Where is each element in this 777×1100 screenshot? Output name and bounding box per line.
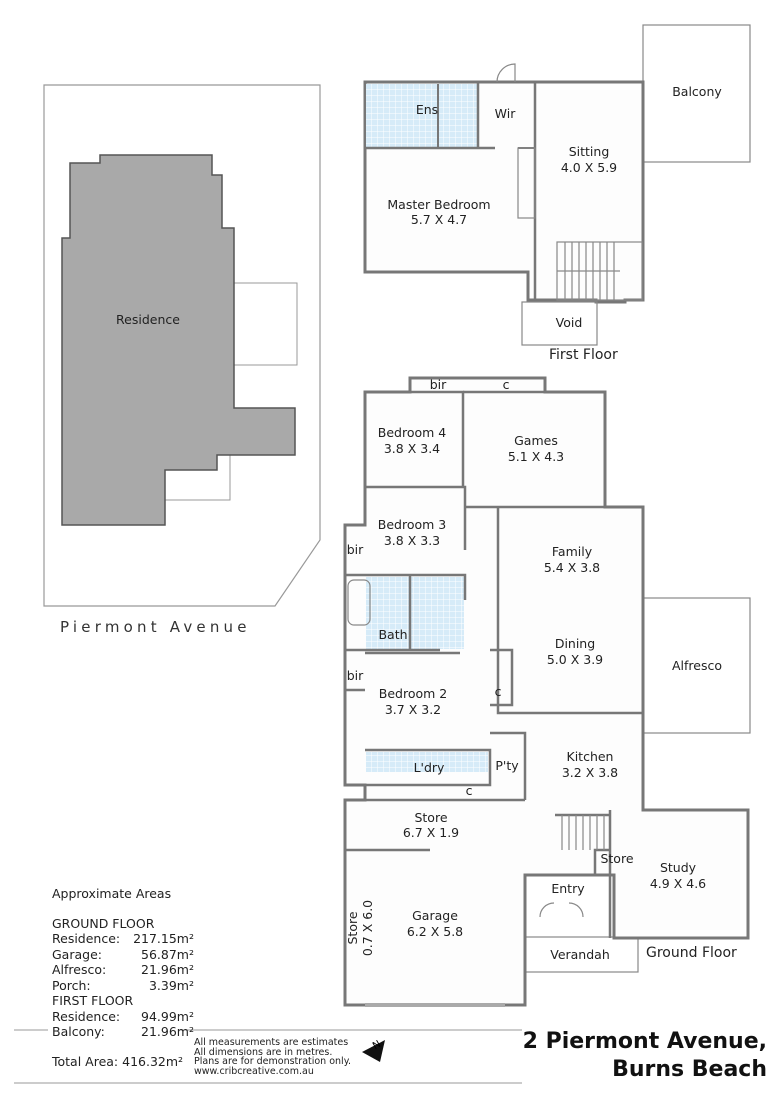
- room-laundry: L'dry: [414, 760, 445, 775]
- areas-title: Approximate Areas: [52, 886, 172, 901]
- room-ens: Ens: [416, 102, 438, 117]
- room-verandah: Verandah: [550, 947, 610, 962]
- room-c-laundry: c: [466, 783, 473, 798]
- room-master-bedroom-dim: 5.7 X 4.7: [411, 212, 467, 227]
- interior-walls: [345, 390, 643, 938]
- room-bedroom-2: Bedroom 2: [379, 686, 447, 701]
- outbuilding-outline: [233, 282, 298, 366]
- entry-doors: [539, 902, 584, 918]
- area-row: Residence:94.99m²: [52, 1008, 194, 1024]
- room-c-top: c: [503, 377, 510, 392]
- area-row: Alfresco:21.96m²: [52, 962, 194, 977]
- ground-floor-heading: GROUND FLOOR: [52, 915, 155, 931]
- residence-footprint: [61, 154, 296, 526]
- property-address: 2 Piermont Avenue, Burns Beach: [522, 1029, 767, 1082]
- room-bedroom-2-dim: 3.7 X 3.2: [385, 702, 441, 717]
- room-entry: Entry: [551, 881, 585, 896]
- total-area: Total Area: 416.32m²: [52, 1053, 184, 1069]
- room-dining: Dining: [555, 636, 595, 651]
- area-row: Balcony:21.96m²: [52, 1024, 194, 1039]
- ground-floor-plan: bir c Bedroom 4 3.8 X 3.4 Games 5.1 X 4.…: [343, 376, 751, 1007]
- room-garage-dim: 6.2 X 5.8: [407, 924, 463, 939]
- lot-boundary: [43, 84, 321, 607]
- room-store-small: Store: [600, 851, 633, 866]
- stairs: [556, 241, 643, 301]
- stairs: [561, 815, 605, 850]
- room-bir-2: bir: [347, 668, 364, 683]
- residence-label: Residence: [116, 312, 180, 327]
- first-floor-heading: FIRST FLOOR: [52, 993, 134, 1008]
- room-kitchen-dim: 3.2 X 3.8: [562, 765, 618, 780]
- room-family: Family: [552, 544, 593, 559]
- room-void: Void: [556, 315, 583, 330]
- room-study: Study: [660, 860, 697, 875]
- room-bir-1: bir: [347, 542, 364, 557]
- room-alfresco: Alfresco: [672, 658, 722, 673]
- room-store: Store: [414, 810, 447, 825]
- room-games: Games: [514, 433, 558, 448]
- north-arrow-icon: N: [362, 1039, 385, 1062]
- room-garage: Garage: [412, 908, 458, 923]
- room-master-bedroom: Master Bedroom: [387, 197, 490, 212]
- approximate-areas: Approximate Areas GROUND FLOOR Residence…: [52, 886, 194, 1069]
- room-bedroom-3: Bedroom 3: [378, 517, 446, 532]
- room-kitchen: Kitchen: [567, 749, 614, 764]
- room-study-dim: 4.9 X 4.6: [650, 876, 706, 891]
- room-sitting-dim: 4.0 X 5.9: [561, 160, 617, 175]
- room-games-dim: 5.1 X 4.3: [508, 449, 564, 464]
- ensuite-tiles: [366, 84, 478, 148]
- room-c-mid: c: [495, 684, 502, 699]
- room-dining-dim: 5.0 X 3.9: [547, 652, 603, 667]
- room-wir: Wir: [495, 106, 517, 121]
- cabinet: [517, 147, 536, 219]
- street-name: Piermont Avenue: [60, 618, 251, 636]
- bathtub: [347, 579, 371, 626]
- door-swing: [496, 63, 516, 83]
- area-row: Residence:217.15m²: [52, 931, 194, 946]
- room-bedroom-4: Bedroom 4: [378, 425, 447, 440]
- first-floor-title: First Floor: [549, 347, 618, 363]
- room-sitting: Sitting: [569, 144, 610, 159]
- svg-text:N: N: [371, 1039, 383, 1052]
- ground-floor-title: Ground Floor: [646, 945, 737, 961]
- room-bath: Bath: [378, 627, 407, 642]
- room-store-side-dim: 0.7 X 6.0: [360, 900, 375, 956]
- first-floor-plan: Ens Wir Balcony Sitting 4.0 X 5.9 Master…: [363, 24, 751, 346]
- area-row: Porch:3.39m²: [52, 977, 194, 993]
- disclaimer: All measurements are estimates All dimen…: [194, 1037, 351, 1077]
- room-bir-top: bir: [430, 377, 447, 392]
- room-balcony: Balcony: [672, 84, 722, 99]
- room-family-dim: 5.4 X 3.8: [544, 560, 600, 575]
- site-plan: Residence: [43, 84, 321, 607]
- room-bedroom-3-dim: 3.8 X 3.3: [384, 533, 440, 548]
- void: [521, 301, 598, 346]
- room-bedroom-4-dim: 3.8 X 3.4: [384, 441, 440, 456]
- room-pantry: P'ty: [495, 758, 519, 773]
- room-store-dim: 6.7 X 1.9: [403, 825, 459, 840]
- area-row: Garage:56.87m²: [52, 946, 194, 962]
- room-store-side: Store: [345, 911, 360, 944]
- website-link[interactable]: www.cribcreative.com.au: [194, 1065, 314, 1077]
